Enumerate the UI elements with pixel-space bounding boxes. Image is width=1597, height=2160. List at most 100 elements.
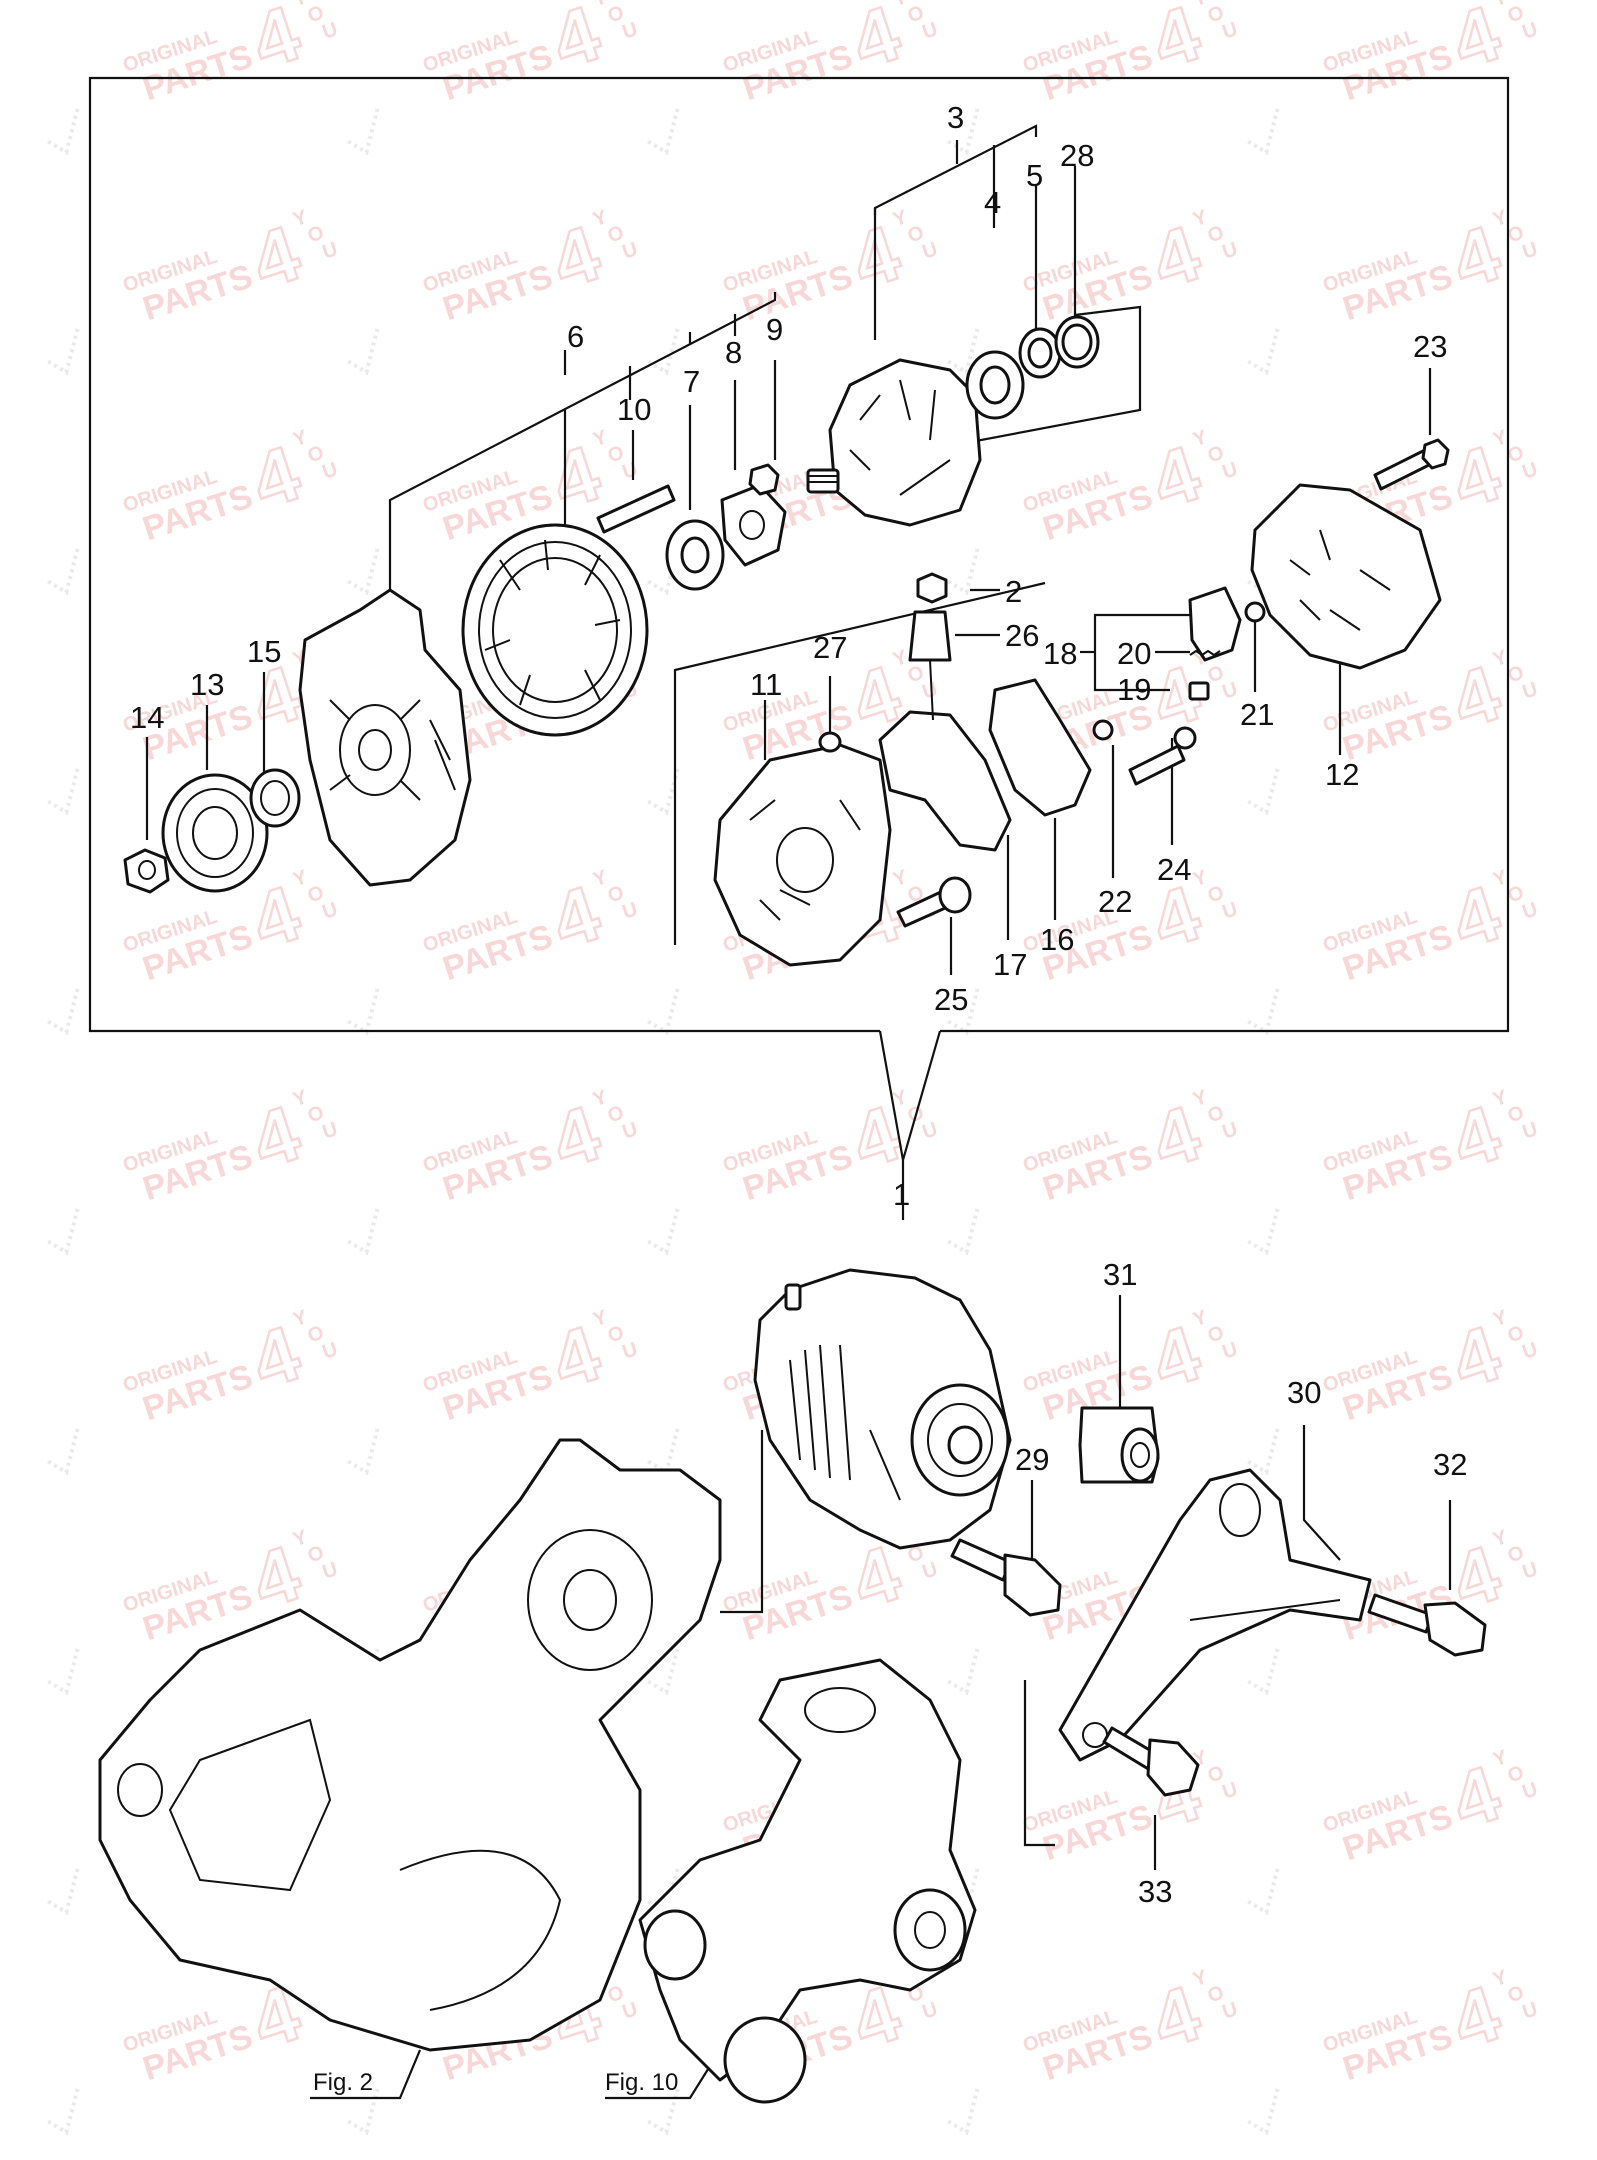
watermark-letter: O: [1505, 222, 1527, 248]
watermark-letter: O: [305, 882, 327, 908]
watermark-check-icon: [947, 2088, 980, 2136]
watermark-check-icon: [1247, 1648, 1280, 1696]
watermark-letter: O: [1205, 442, 1227, 468]
watermark-letter: O: [1205, 222, 1227, 248]
part-bolt-24: [1128, 726, 1197, 786]
watermark-letter: O: [605, 1102, 627, 1128]
part-nut-27: [818, 731, 842, 753]
part-bearing-7: [665, 519, 725, 591]
callout-18: 18: [1043, 636, 1077, 671]
callout-1: 1: [893, 1177, 910, 1212]
callout-2: 2: [1005, 574, 1022, 609]
callout-19: 19: [1117, 672, 1151, 707]
callout-29: 29: [1015, 1442, 1049, 1477]
watermark-letter: U: [1520, 1338, 1541, 1363]
watermark-check-icon: [47, 1868, 80, 1916]
watermark-letter: O: [305, 222, 327, 248]
part-bolt-33: [1102, 1726, 1200, 1797]
watermark-letter: O: [605, 222, 627, 248]
watermark-check-icon: [347, 1428, 380, 1476]
callout-23: 23: [1413, 329, 1447, 364]
watermark-letter: O: [1205, 2, 1227, 28]
watermark-letter: O: [905, 1542, 927, 1568]
watermark-check-icon: [347, 328, 380, 376]
part-pulley-13: [161, 773, 269, 893]
callout-11: 11: [750, 667, 782, 702]
watermark-letter: O: [1205, 1322, 1227, 1348]
watermark-letter: U: [620, 898, 641, 923]
watermark-letter: U: [1220, 18, 1241, 43]
part-rear-cover-11: [713, 743, 892, 967]
watermark-letter: O: [1505, 1322, 1527, 1348]
part-end-cover-12: [1250, 483, 1442, 670]
watermark-letter: U: [1220, 898, 1241, 923]
part-collar-31: [1078, 1406, 1160, 1484]
watermark-check-icon: [1247, 328, 1280, 376]
watermark-check-icon: [47, 328, 80, 376]
detail-frame: [88, 76, 1510, 1220]
watermark-letter: O: [1505, 442, 1527, 468]
callout-15: 15: [247, 634, 281, 669]
watermark-check-icon: [647, 768, 680, 816]
watermark-letter: O: [1205, 1982, 1227, 2008]
callout-21: 21: [1240, 697, 1274, 732]
watermark-letter: O: [1205, 662, 1227, 688]
part-stud-10: [596, 484, 676, 534]
watermark-letter: O: [1505, 1542, 1527, 1568]
watermark-letter: O: [1505, 1982, 1527, 2008]
part-nut-9: [748, 463, 780, 496]
watermark-letter: O: [1505, 1762, 1527, 1788]
watermark-check-icon: [347, 548, 380, 596]
part-water-pump: [638, 1658, 977, 2104]
watermark-letter: U: [1520, 18, 1541, 43]
callout-10: 10: [617, 392, 651, 427]
callout-24: 24: [1157, 852, 1191, 887]
callout-25: 25: [934, 982, 968, 1017]
watermark-check-icon: [647, 108, 680, 156]
watermark-letter: O: [305, 1102, 327, 1128]
watermark-letter: O: [305, 1542, 327, 1568]
watermark-letter: U: [620, 1118, 641, 1143]
part-front-housing: [298, 588, 472, 887]
part-brush-holder-18: [1188, 586, 1242, 662]
watermark-check-icon: [47, 548, 80, 596]
watermark-check-icon: [347, 1208, 380, 1256]
watermark-letter: O: [905, 222, 927, 248]
watermark-check-icon: [947, 328, 980, 376]
watermark-letter: O: [305, 1322, 327, 1348]
part-bearing-4: [965, 350, 1025, 420]
callout-6: 6: [567, 319, 584, 354]
watermark-letter: O: [1205, 1762, 1227, 1788]
watermark-letter: O: [605, 1322, 627, 1348]
watermark-letter: O: [1205, 882, 1227, 908]
watermark-check-icon: [947, 988, 980, 1036]
watermark-check-icon: [347, 2088, 380, 2136]
watermark-letter: O: [1205, 1102, 1227, 1128]
part-nut-2: [916, 572, 948, 604]
watermark-check-icon: [647, 988, 680, 1036]
watermark-letter: O: [1505, 2, 1527, 28]
watermark-letter: O: [305, 442, 327, 468]
figure-ref-fig2: Fig. 2: [313, 2069, 373, 2096]
watermark-check-icon: [647, 2088, 680, 2136]
part-washer-5: [1018, 327, 1062, 379]
watermark-check-icon: [1247, 768, 1280, 816]
watermark-letter: U: [920, 1558, 941, 1583]
watermark-check-icon: [1247, 1428, 1280, 1476]
callout-31: 31: [1103, 1257, 1137, 1292]
watermark-letter: Y: [1490, 0, 1510, 11]
watermark-letter: U: [320, 238, 341, 263]
watermark-check-icon: [47, 108, 80, 156]
watermark-letter: O: [905, 662, 927, 688]
part-bolt-25: [896, 876, 972, 928]
watermark-check-icon: [1247, 108, 1280, 156]
